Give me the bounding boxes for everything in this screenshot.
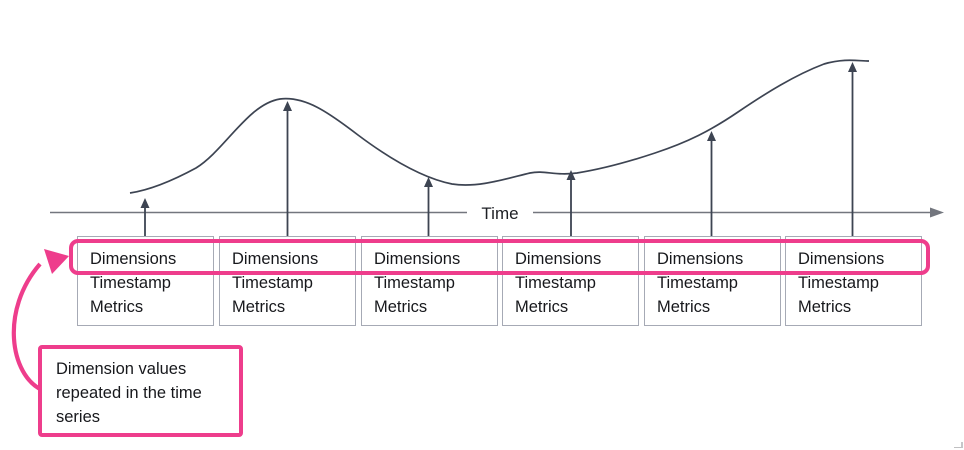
record-box-2: Dimensions Timestamp Metrics	[219, 236, 356, 326]
dimensions-highlight-band	[69, 239, 930, 275]
record-box-3: Dimensions Timestamp Metrics	[361, 236, 498, 326]
record-dimensions-label: Dimensions	[374, 250, 461, 268]
record-metrics-label: Metrics	[90, 298, 144, 316]
time-axis-arrowhead-icon	[930, 207, 944, 218]
record-metrics-label: Metrics	[515, 298, 569, 316]
record-box-4: Dimensions Timestamp Metrics	[502, 236, 639, 326]
annotation-text: Dimension values repeated in the time se…	[56, 360, 202, 426]
record-metrics-label: Metrics	[798, 298, 852, 316]
annotation-callout: Dimension values repeated in the time se…	[38, 345, 243, 437]
record-timestamp-label: Timestamp	[374, 274, 455, 292]
sample-arrows	[144, 70, 854, 236]
callout-arrow-curve	[11, 262, 44, 392]
record-timestamp-label: Timestamp	[798, 274, 879, 292]
record-metrics-label: Metrics	[374, 298, 428, 316]
record-dimensions-label: Dimensions	[90, 250, 177, 268]
clipped-edge-artifact	[954, 442, 963, 448]
record-dimensions-label: Dimensions	[657, 250, 744, 268]
record-metrics-label: Metrics	[657, 298, 711, 316]
record-box-5: Dimensions Timestamp Metrics	[644, 236, 781, 326]
time-axis-label: Time	[481, 204, 518, 223]
record-box-6: Dimensions Timestamp Metrics	[785, 236, 922, 326]
timeseries-curve-line	[129, 59, 870, 194]
callout-arrowhead-icon	[44, 249, 69, 274]
record-dimensions-label: Dimensions	[798, 250, 885, 268]
record-metrics-label: Metrics	[232, 298, 286, 316]
record-dimensions-label: Dimensions	[232, 250, 319, 268]
record-timestamp-label: Timestamp	[515, 274, 596, 292]
record-dimensions-label: Dimensions	[515, 250, 602, 268]
record-box-1: Dimensions Timestamp Metrics	[77, 236, 214, 326]
record-timestamp-label: Timestamp	[90, 274, 171, 292]
record-timestamp-label: Timestamp	[657, 274, 738, 292]
record-timestamp-label: Timestamp	[232, 274, 313, 292]
sample-arrowheads	[140, 62, 857, 208]
